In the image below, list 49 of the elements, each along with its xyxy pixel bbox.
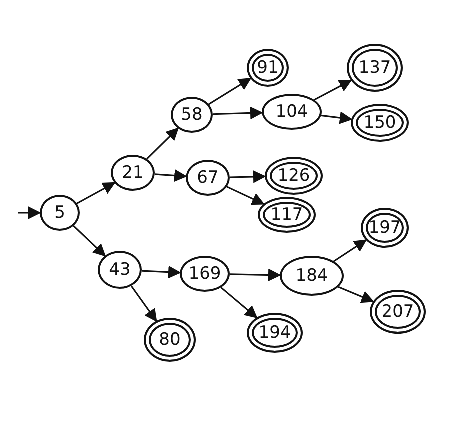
state-label: 58 bbox=[181, 106, 203, 124]
state-circle bbox=[98, 251, 142, 289]
state-label: 43 bbox=[109, 262, 131, 278]
arrow bbox=[321, 112, 353, 124]
arrow bbox=[18, 206, 42, 220]
arrow bbox=[220, 287, 258, 319]
accepting-state-circle bbox=[370, 290, 426, 334]
arrow bbox=[130, 286, 158, 322]
arrow bbox=[146, 128, 180, 160]
accepting-state-circle bbox=[347, 44, 403, 92]
accepting-state-circle bbox=[247, 313, 303, 353]
arrow bbox=[314, 80, 352, 101]
arrow bbox=[208, 78, 252, 106]
arrow bbox=[230, 170, 266, 184]
arrow bbox=[226, 186, 265, 206]
arrow bbox=[334, 240, 368, 262]
state-label: 104 bbox=[276, 104, 308, 120]
accepting-state-circle bbox=[258, 197, 316, 233]
state-label: 21 bbox=[122, 164, 144, 182]
arrow bbox=[154, 169, 188, 182]
accepting-state-circle bbox=[144, 318, 196, 362]
state-label: 126 bbox=[278, 168, 310, 184]
state-circle bbox=[280, 256, 344, 296]
state-label: 197 bbox=[368, 220, 402, 236]
state-label: 67 bbox=[197, 170, 219, 186]
state-circle bbox=[186, 160, 230, 196]
state-label: 80 bbox=[159, 332, 181, 348]
state-circle bbox=[111, 155, 155, 191]
arrow bbox=[212, 106, 264, 120]
state-circle bbox=[262, 94, 322, 130]
state-label: 169 bbox=[188, 266, 222, 282]
state-label: 207 bbox=[382, 304, 414, 320]
arrow bbox=[73, 225, 106, 257]
state-label: 137 bbox=[358, 60, 392, 76]
accepting-state-circle bbox=[247, 49, 289, 87]
arrow bbox=[142, 266, 182, 279]
state-label: 150 bbox=[364, 114, 396, 132]
state-label: 184 bbox=[296, 268, 328, 284]
accepting-state-circle bbox=[361, 208, 409, 248]
state-circle bbox=[40, 195, 80, 231]
state-label: 117 bbox=[270, 206, 304, 224]
state-label: 91 bbox=[257, 60, 279, 76]
state-circle bbox=[171, 97, 213, 133]
state-label: 194 bbox=[258, 324, 292, 342]
state-label: 5 bbox=[54, 204, 66, 222]
arrow bbox=[76, 182, 116, 204]
state-circle bbox=[180, 256, 230, 292]
arrow bbox=[338, 286, 374, 304]
arrow bbox=[230, 268, 282, 282]
